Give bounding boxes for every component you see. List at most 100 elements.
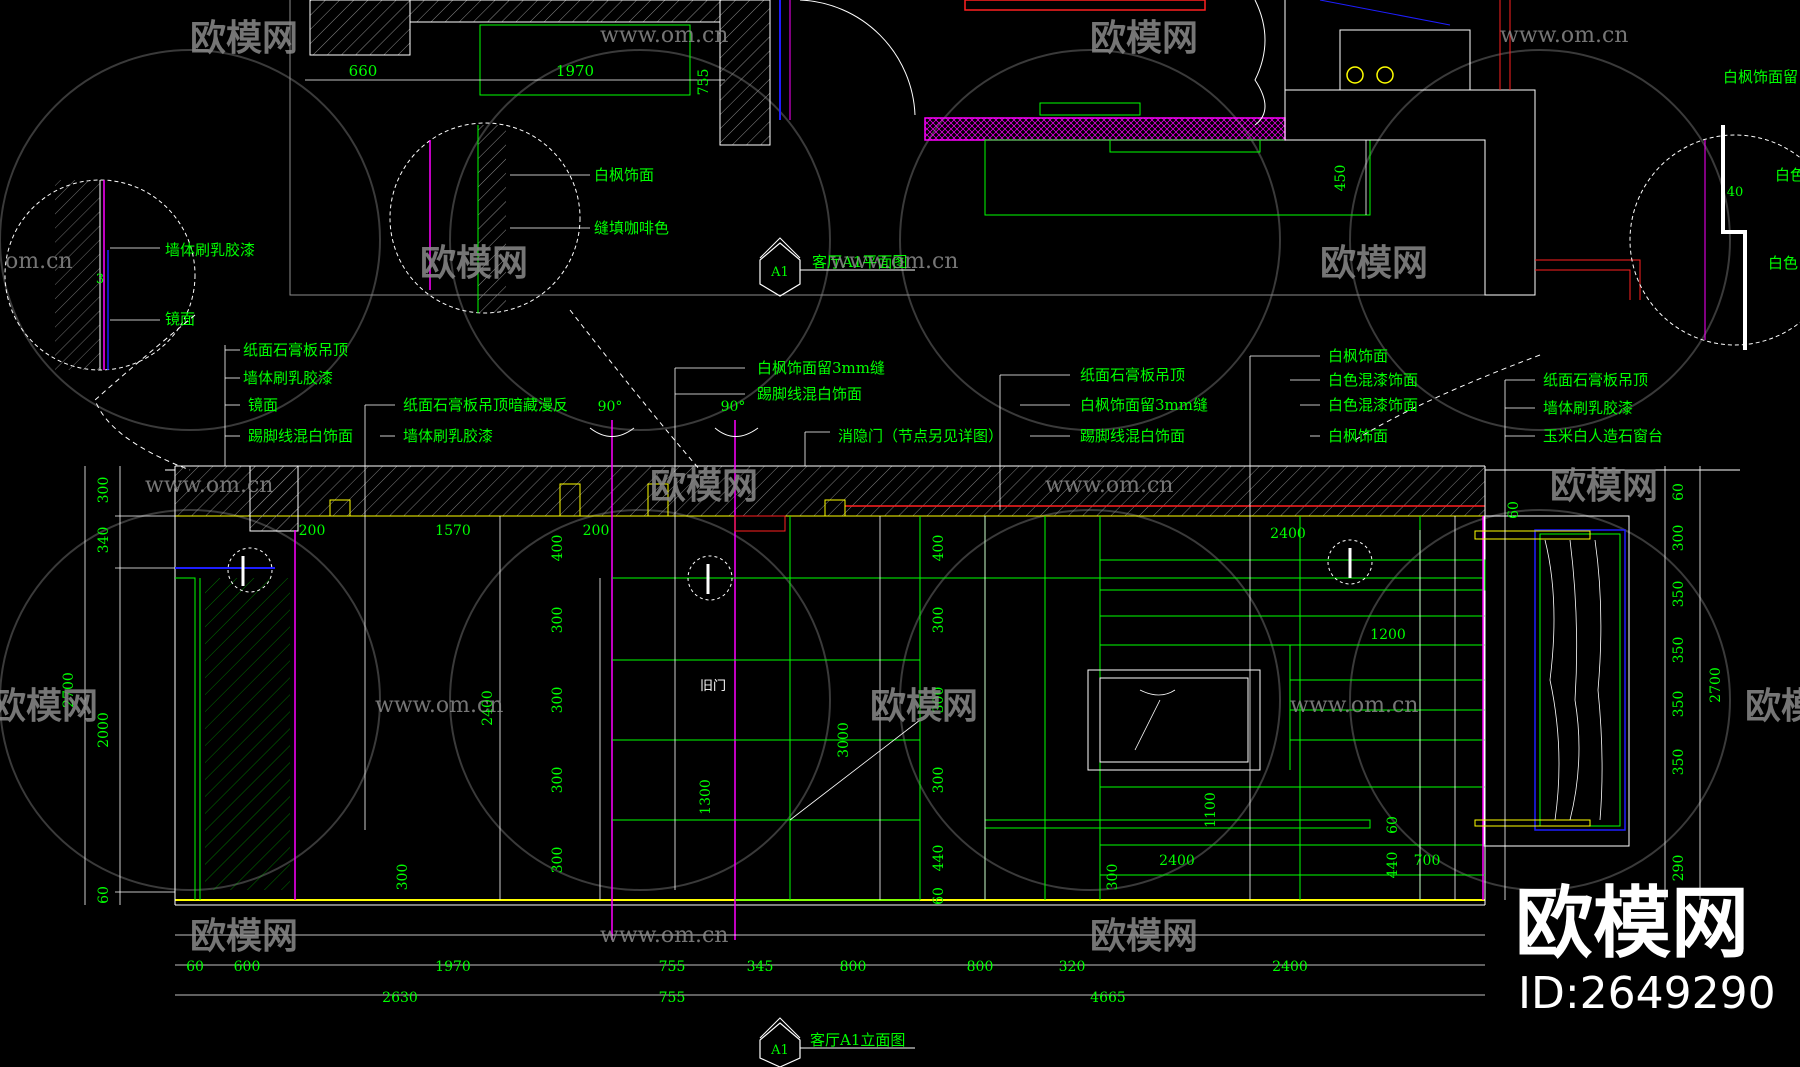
top-hdim-1570: 1570 bbox=[435, 523, 471, 539]
callout-mid2-maple: 白枫饰面留3mm缝 bbox=[1080, 396, 1208, 414]
callout-far-sill: 玉米白人造石窗台 bbox=[1543, 427, 1663, 445]
bottom-dim-320: 320 bbox=[1059, 959, 1086, 975]
small-dim-1300: 1300 bbox=[698, 779, 714, 815]
watermark-brand-10: 欧模网 bbox=[190, 915, 298, 957]
inner-vdim-a-300-4: 300 bbox=[550, 847, 566, 874]
callout-mid2-skirting: 踢脚线混白饰面 bbox=[1080, 427, 1185, 445]
watermark-brand-1: 欧模网 bbox=[190, 17, 298, 59]
small-dim-300-mid: 300 bbox=[1105, 864, 1121, 891]
inner-vdim-a-300-3: 300 bbox=[550, 767, 566, 794]
elevation-angle-2: 90° bbox=[721, 399, 746, 415]
callout-hidden-door: 消隐门（节点另见详图） bbox=[838, 427, 1003, 445]
callout-left2-paint: 墙体刷乳胶漆 bbox=[403, 427, 493, 445]
small-dim-60-top: 60 bbox=[1506, 501, 1522, 519]
bottom-dim-800b: 800 bbox=[967, 959, 994, 975]
small-dim-440: 440 bbox=[1385, 852, 1401, 879]
detail-mid-label-joint: 缝填咖啡色 bbox=[594, 219, 669, 237]
elevation-section-marker bbox=[759, 1017, 915, 1067]
callout-left-paint: 墙体刷乳胶漆 bbox=[243, 369, 333, 387]
elevation-angle-1: 90° bbox=[598, 399, 623, 415]
inner-vdim-b-300-3: 300 bbox=[931, 767, 947, 794]
left-total-2700: 2700 bbox=[61, 672, 77, 708]
callout-far-paint: 墙体刷乳胶漆 bbox=[1543, 399, 1633, 417]
bottom-dim-2400: 2400 bbox=[1272, 959, 1308, 975]
callout-mid2-ceiling: 纸面石膏板吊顶 bbox=[1080, 366, 1185, 384]
bottom-dim-60: 60 bbox=[186, 959, 204, 975]
inner-vdim-b-300-1: 300 bbox=[931, 607, 947, 634]
right-total-2700: 2700 bbox=[1708, 667, 1724, 703]
inner-vdim-b-440: 440 bbox=[931, 845, 947, 872]
right-vdim-350-1: 350 bbox=[1671, 581, 1687, 608]
elevation-frame bbox=[165, 420, 1740, 940]
inner-vdim-b-400: 400 bbox=[931, 535, 947, 562]
plan-section-number: A1 bbox=[770, 265, 789, 280]
inner-vdim-a-300-1: 300 bbox=[550, 607, 566, 634]
callout-left-skirting: 踢脚线混白饰面 bbox=[248, 427, 353, 445]
bottom-total-4665: 4665 bbox=[1090, 990, 1126, 1006]
inner-height-a-2400: 2400 bbox=[480, 690, 496, 726]
left-vdim-340: 340 bbox=[96, 527, 112, 554]
watermark-brand-8: 欧模网 bbox=[870, 685, 978, 727]
dimension-lines bbox=[84, 466, 1701, 996]
detail-mid bbox=[389, 122, 590, 314]
plan-dim-660: 660 bbox=[349, 62, 378, 80]
detail-left-label-paint: 墙体刷乳胶漆 bbox=[165, 241, 255, 259]
callout-left-mirror: 镜面 bbox=[248, 396, 278, 414]
callout-right-white2: 白色混漆饰面 bbox=[1328, 396, 1418, 414]
inner-vdim-a-400: 400 bbox=[550, 535, 566, 562]
right-vdim-350-3: 350 bbox=[1671, 691, 1687, 718]
small-dim-1200: 1200 bbox=[1370, 627, 1406, 643]
left-vdim-2000: 2000 bbox=[96, 712, 112, 748]
inner-vdim-a-300-2: 300 bbox=[550, 687, 566, 714]
watermark-brand-7: 欧模网 bbox=[0, 685, 98, 727]
bottom-total-2630: 2630 bbox=[382, 990, 418, 1006]
watermark-site-5: www.om.cn bbox=[1045, 473, 1173, 498]
elevation-section-number: A1 bbox=[770, 1043, 789, 1058]
right-vdim-350-2: 350 bbox=[1671, 637, 1687, 664]
small-dim-300-left: 300 bbox=[395, 864, 411, 891]
detail-left bbox=[4, 179, 196, 371]
callout-far-ceiling: 纸面石膏板吊顶 bbox=[1543, 371, 1648, 389]
watermark-brand-4: 欧模网 bbox=[1320, 242, 1428, 284]
plan-view bbox=[289, 0, 1641, 300]
watermark-site-4: www.om.cn bbox=[145, 473, 273, 498]
top-hdim-200a: 200 bbox=[299, 523, 326, 539]
bottom-dim-1970: 1970 bbox=[435, 959, 471, 975]
detail-right-label-white1: 白色 bbox=[1775, 166, 1800, 184]
small-dim-2400: 2400 bbox=[1159, 853, 1195, 869]
watermark-brand-large: 欧模网 bbox=[1515, 879, 1749, 969]
callout-right-maple: 白枫饰面 bbox=[1328, 347, 1388, 365]
watermark-texts: 欧模网 www.om.cn 欧模网 www.om.cn om.cn 欧模网 ww… bbox=[0, 17, 1800, 957]
right-vdim-300: 300 bbox=[1671, 525, 1687, 552]
right-vdim-60: 60 bbox=[1671, 483, 1687, 501]
watermark-site-7: www.om.cn bbox=[1290, 693, 1418, 718]
detail-left-label-mirror: 镜面 bbox=[165, 310, 195, 328]
elevation-room-label: 旧门 bbox=[700, 679, 726, 694]
watermark-id: ID:2649290 bbox=[1518, 968, 1776, 1019]
bottom-dim-345: 345 bbox=[747, 959, 774, 975]
watermark-brand-2: 欧模网 bbox=[1090, 17, 1198, 59]
right-vdim-350-4: 350 bbox=[1671, 749, 1687, 776]
bottom-dim-800a: 800 bbox=[840, 959, 867, 975]
inner-vdim-b-300-2: 300 bbox=[931, 687, 947, 714]
callout-right-maple2: 白枫饰面 bbox=[1328, 427, 1388, 445]
plan-dim-450: 450 bbox=[1333, 165, 1349, 192]
callout-left2-ceiling: 纸面石膏板吊顶暗藏漫反 bbox=[403, 396, 568, 414]
callout-left-ceiling: 纸面石膏板吊顶 bbox=[243, 341, 348, 359]
detail-right-label-maple: 白枫饰面留 bbox=[1723, 68, 1798, 86]
detail-leader-curves bbox=[94, 309, 1541, 471]
bottom-dim-600: 600 bbox=[234, 959, 261, 975]
callout-mid-skirting: 踢脚线混白饰面 bbox=[757, 385, 862, 403]
watermark-brand-9: 欧模网 bbox=[1745, 685, 1800, 727]
watermark-brand-5: 欧模网 bbox=[650, 465, 758, 507]
left-vdim-300: 300 bbox=[96, 477, 112, 504]
left-vdim-60: 60 bbox=[96, 886, 112, 904]
watermark-brand-3: 欧模网 bbox=[420, 242, 528, 284]
plan-dim-1970: 1970 bbox=[556, 62, 594, 80]
detail-mid-label-maple: 白枫饰面 bbox=[594, 166, 654, 184]
plan-section-marker bbox=[759, 237, 915, 297]
callout-mid-maple: 白枫饰面留3mm缝 bbox=[757, 359, 885, 377]
watermark-site-3: www.om.cn bbox=[830, 249, 958, 274]
detail-left-dim: 3 bbox=[96, 272, 104, 287]
